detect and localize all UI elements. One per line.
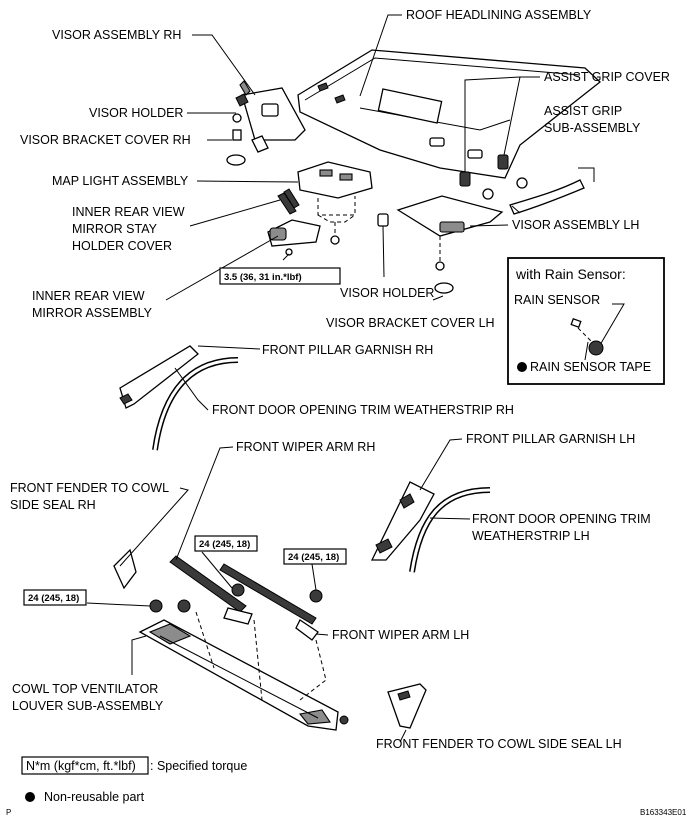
label-cowl-louver-line2: LOUVER SUB-ASSEMBLY bbox=[12, 699, 164, 713]
label-visor-lh: VISOR ASSEMBLY LH bbox=[512, 218, 639, 232]
torque-spec-wiper-3: 24 (245, 18) bbox=[23, 589, 87, 606]
rain-sensor-box: with Rain Sensor: RAIN SENSOR RAIN SENSO… bbox=[507, 257, 665, 385]
label-fender-seal-lh: FRONT FENDER TO COWL SIDE SEAL LH bbox=[376, 737, 622, 751]
assist-grip-part bbox=[459, 154, 585, 215]
label-mirror-stay-line2: MIRROR STAY bbox=[72, 222, 158, 236]
label-mirror-stay-line3: HOLDER COVER bbox=[72, 239, 172, 253]
visor-rh-part bbox=[226, 80, 306, 166]
cowl-louver-part bbox=[138, 611, 349, 731]
visor-lh-part bbox=[377, 195, 504, 294]
label-visor-holder-bottom: VISOR HOLDER bbox=[340, 286, 434, 300]
legend-non-reusable-text: Non-reusable part bbox=[44, 790, 145, 804]
label-visor-bracket-cover-lh: VISOR BRACKET COVER LH bbox=[326, 316, 495, 330]
label-assist-grip-line2: SUB-ASSEMBLY bbox=[544, 121, 641, 135]
non-reusable-dot-icon bbox=[517, 362, 527, 372]
label-visor-holder-top: VISOR HOLDER bbox=[89, 106, 183, 120]
leader-lines bbox=[86, 14, 595, 743]
label-fender-seal-rh-line2: SIDE SEAL RH bbox=[10, 498, 96, 512]
label-door-weatherstrip-lh-line2: WEATHERSTRIP LH bbox=[472, 529, 590, 543]
corner-mark: P bbox=[6, 808, 11, 817]
roof-headlining-part bbox=[297, 49, 601, 179]
label-door-weatherstrip-lh-line1: FRONT DOOR OPENING TRIM bbox=[472, 512, 651, 526]
torque-wiper-2-value: 24 (245, 18) bbox=[288, 552, 339, 563]
torque-spec-wiper-2: 24 (245, 18) bbox=[283, 548, 347, 565]
fender-seal-lh-part bbox=[387, 683, 427, 729]
torque-wiper-3-value: 24 (245, 18) bbox=[28, 593, 79, 604]
map-light-part bbox=[297, 161, 373, 245]
torque-wiper-1-value: 24 (245, 18) bbox=[199, 539, 250, 550]
figure-code: B163343E01 bbox=[640, 808, 687, 817]
torque-mirror-value: 3.5 (36, 31 in.*lbf) bbox=[224, 272, 302, 283]
label-mirror-assy-line1: INNER REAR VIEW bbox=[32, 289, 145, 303]
label-front-pillar-lh: FRONT PILLAR GARNISH LH bbox=[466, 432, 635, 446]
rain-sensor-box-title: with Rain Sensor: bbox=[515, 266, 626, 282]
torque-spec-wiper-1: 24 (245, 18) bbox=[194, 535, 258, 552]
door-weatherstrip-rh-part bbox=[152, 357, 239, 451]
rain-sensor-label: RAIN SENSOR bbox=[514, 293, 600, 307]
part-labels: ROOF HEADLINING ASSEMBLY VISOR ASSEMBLY … bbox=[10, 8, 670, 751]
label-assist-grip-line1: ASSIST GRIP bbox=[544, 104, 622, 118]
label-mirror-stay-line1: INNER REAR VIEW bbox=[72, 205, 185, 219]
label-fender-seal-rh-line1: FRONT FENDER TO COWL bbox=[10, 481, 169, 495]
rain-sensor-tape-label: RAIN SENSOR TAPE bbox=[530, 360, 651, 374]
label-assist-grip-cover: ASSIST GRIP COVER bbox=[544, 70, 670, 84]
label-wiper-rh: FRONT WIPER ARM RH bbox=[236, 440, 375, 454]
wiper-arm-lh-part bbox=[219, 563, 319, 641]
label-map-light: MAP LIGHT ASSEMBLY bbox=[52, 174, 189, 188]
non-reusable-legend-icon bbox=[25, 792, 35, 802]
front-pillar-lh-part bbox=[370, 481, 435, 561]
door-weatherstrip-lh-part bbox=[409, 487, 491, 573]
label-wiper-lh: FRONT WIPER ARM LH bbox=[332, 628, 469, 642]
fender-seal-rh-part bbox=[113, 548, 137, 590]
label-visor-rh: VISOR ASSEMBLY RH bbox=[52, 28, 181, 42]
label-mirror-assy-line2: MIRROR ASSEMBLY bbox=[32, 306, 153, 320]
label-roof-headlining: ROOF HEADLINING ASSEMBLY bbox=[406, 8, 592, 22]
rear-view-mirror-part bbox=[267, 188, 321, 256]
label-visor-bracket-cover-rh: VISOR BRACKET COVER RH bbox=[20, 133, 191, 147]
wiper-arm-rh-part bbox=[169, 555, 253, 625]
label-cowl-louver-line1: COWL TOP VENTILATOR bbox=[12, 682, 158, 696]
front-pillar-rh-part bbox=[119, 345, 199, 409]
label-door-weatherstrip-rh: FRONT DOOR OPENING TRIM WEATHERSTRIP RH bbox=[212, 403, 514, 417]
torque-spec-mirror: 3.5 (36, 31 in.*lbf) bbox=[219, 267, 341, 285]
legend-torque-unit: N*m (kgf*cm, ft.*lbf) bbox=[26, 759, 136, 773]
label-front-pillar-rh: FRONT PILLAR GARNISH RH bbox=[262, 343, 433, 357]
legend: N*m (kgf*cm, ft.*lbf) : Specified torque… bbox=[21, 756, 247, 804]
legend-torque-text: : Specified torque bbox=[150, 759, 247, 773]
